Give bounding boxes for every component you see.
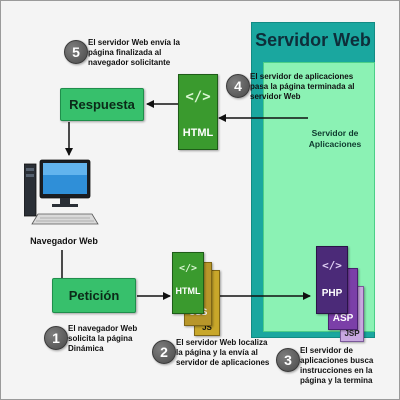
php-label: PHP	[321, 288, 343, 299]
step-2-number: 2	[152, 340, 176, 364]
php-file: </> PHP	[316, 246, 348, 314]
respuesta-box: Respuesta	[60, 88, 144, 121]
application-server-title: Servidor de Aplicaciones	[308, 128, 362, 149]
jsp-label: JSP	[344, 329, 360, 338]
code-glyph: </>	[322, 259, 342, 272]
computer-icon	[24, 159, 99, 225]
web-server-title: Servidor Web	[255, 30, 371, 50]
js-label: JS	[202, 323, 212, 332]
html-request-label: HTML	[175, 286, 201, 296]
html-response-label: HTML	[182, 127, 214, 139]
browser-caption: Navegador Web	[30, 236, 98, 246]
step-1-number: 1	[44, 326, 68, 350]
step-2-text: El servidor Web localiza la página y la …	[176, 338, 270, 367]
asp-label: ASP	[332, 313, 354, 324]
step-4-text: El servidor de aplicaciones pasa la pági…	[250, 72, 355, 101]
code-glyph: </>	[185, 89, 211, 105]
step-1-text: El navegador Web solicita la página Diná…	[68, 324, 138, 353]
step-5-number: 5	[64, 40, 88, 64]
html-response-file: </> HTML	[178, 74, 218, 150]
step-3-number: 3	[276, 348, 300, 372]
html-request-file: </> HTML	[172, 252, 204, 314]
step-3-text: El servidor de aplicaciones busca instru…	[300, 346, 374, 385]
code-glyph: </>	[178, 263, 198, 274]
step-4-number: 4	[226, 74, 250, 98]
peticion-box: Petición	[52, 278, 136, 313]
step-5-text: El servidor Web envía la página finaliza…	[88, 38, 180, 67]
